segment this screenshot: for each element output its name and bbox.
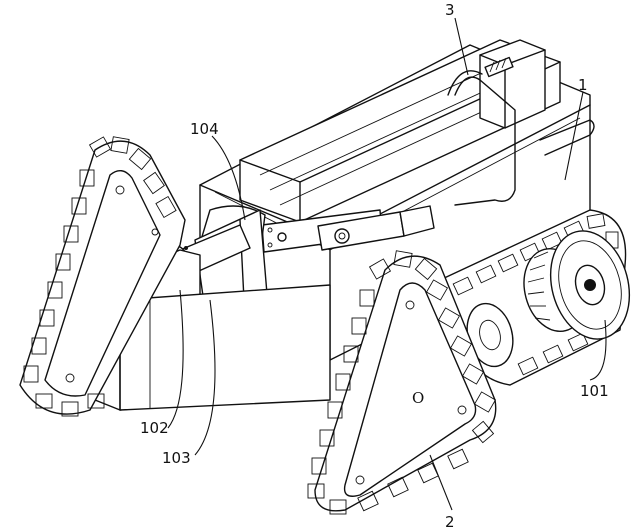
top-rib-pad: [484, 56, 514, 78]
drive-sprocket: [523, 230, 631, 340]
hook-rod: [454, 76, 516, 206]
side-pipe: [539, 119, 595, 156]
callout-3: 3: [445, 1, 455, 19]
callout-labels: 3 1 104 101 102 103 2 O: [140, 1, 609, 531]
callout-102: 102: [140, 419, 169, 437]
upper-rail-assembly: [239, 39, 595, 223]
callout-103: 103: [162, 449, 191, 467]
callout-1: 1: [578, 76, 588, 94]
plate-mark: O: [412, 389, 424, 407]
hydraulic-cylinder: [261, 205, 435, 253]
callout-104: 104: [190, 120, 219, 138]
leader-lines: [167, 17, 607, 511]
left-triangle-track: [19, 136, 186, 417]
front-triangle-track: [307, 250, 497, 515]
callout-101: 101: [580, 382, 609, 400]
callout-2: 2: [445, 513, 455, 531]
